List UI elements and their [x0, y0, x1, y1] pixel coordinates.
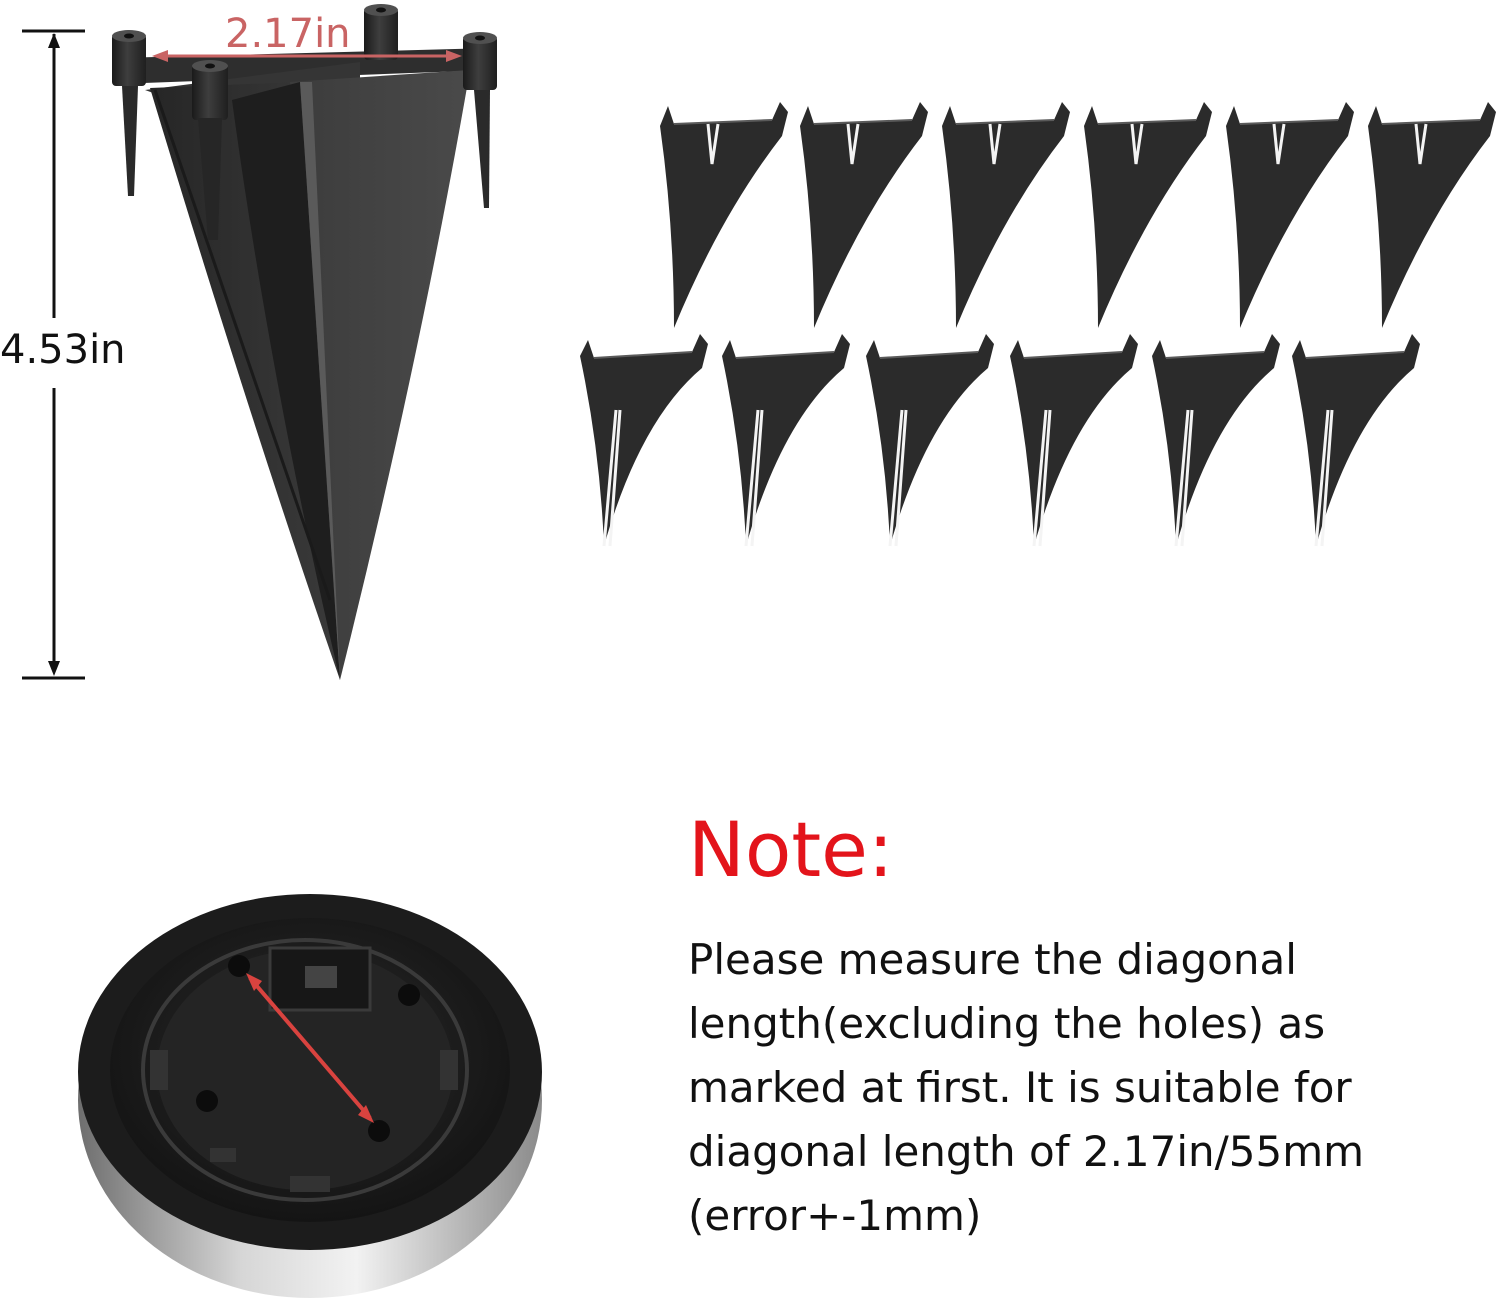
ground-stake-large: [112, 4, 497, 680]
note-line: (error+-1mm): [688, 1191, 982, 1240]
note-line: marked at first. It is suitable for: [688, 1063, 1352, 1112]
stake-fin-piece: [1152, 334, 1280, 547]
stake-fin-piece: [1226, 102, 1354, 328]
width-dimension-line: [152, 50, 462, 62]
diagonal-measure-arrow: [246, 973, 374, 1123]
stake-fin-piece: [1292, 334, 1420, 547]
stake-fin-piece: [1010, 334, 1138, 547]
stake-fin-piece: [1368, 102, 1496, 328]
solar-light-base: [78, 894, 542, 1298]
stake-fin-piece: [1084, 102, 1212, 328]
stake-fin-piece: [660, 102, 788, 328]
note-title: Note:: [688, 805, 894, 894]
note-line: Please measure the diagonal: [688, 935, 1297, 984]
width-dimension-label: 2.17in: [225, 11, 351, 57]
stake-fin-piece: [866, 334, 994, 547]
note-text: Please measure the diagonal length(exclu…: [688, 928, 1478, 1248]
stake-fin-piece: [800, 102, 928, 328]
stake-fin-piece: [942, 102, 1070, 328]
height-dimension-label: 4.53in: [0, 327, 126, 373]
stake-fin-piece: [580, 334, 708, 547]
height-dimension-line: [22, 29, 85, 680]
note-line: diagonal length of 2.17in/55mm: [688, 1127, 1365, 1176]
note-line: length(excluding the holes) as: [688, 999, 1326, 1048]
stake-fin-piece: [722, 334, 850, 547]
